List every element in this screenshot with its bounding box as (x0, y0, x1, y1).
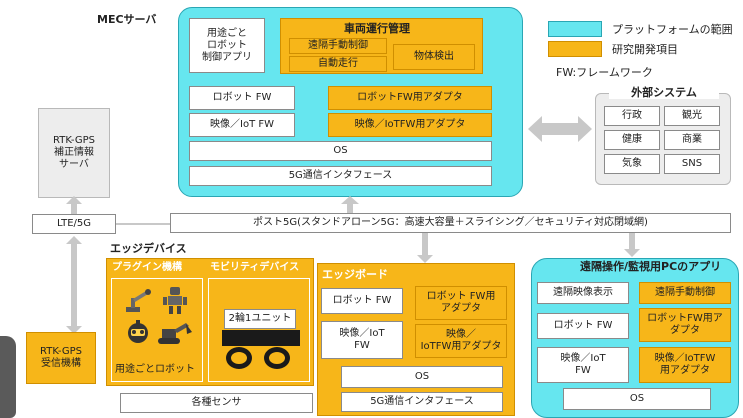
external-item-sns: SNS (664, 154, 720, 174)
legend-platform-label: プラットフォームの範囲 (612, 23, 733, 36)
lte-receiver-arrow (66, 236, 82, 334)
external-item-tourism: 観光 (664, 106, 720, 126)
robot-per-use-label: 用途ごとロボット (115, 364, 195, 375)
pc-video-iot-fw: 映像／IoT FW (537, 347, 629, 383)
external-item-weather: 気象 (604, 154, 660, 174)
service-robot-icon (128, 320, 148, 343)
lte-post5g-connector (116, 223, 170, 225)
robot-image-fragment (0, 336, 16, 418)
mec-robot-fw-adapter: ロボットFW用アダプタ (328, 86, 492, 110)
two-wheel-unit-body (222, 330, 300, 346)
pc-robot-fw: ロボット FW (537, 313, 629, 339)
rtk-gps-receiver: RTK-GPS 受信機構 (26, 332, 96, 384)
mobility-box (208, 278, 310, 382)
mec-title: MECサーバ (97, 13, 157, 26)
edge-board-title: エッジボード (322, 268, 388, 281)
external-item-health: 健康 (604, 130, 660, 150)
edge-5g-interface: 5G通信インタフェース (341, 392, 503, 412)
post5g-pc-arrow (624, 233, 640, 257)
excavator-icon (158, 323, 192, 344)
pc-remote-view: 遠隔映像表示 (537, 282, 629, 304)
external-item-gov: 行政 (604, 106, 660, 126)
edge-robot-fw-adapter: ロボット FW用 アダプタ (415, 286, 507, 320)
edge-video-iot-adapter: 映像／ IoTFW用アダプタ (415, 324, 507, 358)
external-system-title: 外部システム (609, 86, 719, 99)
robot-arm-icon (126, 289, 151, 312)
mec-os: OS (189, 141, 492, 161)
legend-fw-note: FW:フレームワーク (556, 66, 653, 79)
external-item-commerce: 商業 (664, 130, 720, 150)
edge-device-title: エッジデバイス (110, 242, 187, 255)
two-wheel-unit-label: 2輪1ユニット (224, 309, 296, 329)
pc-video-iot-adapter: 映像／IoTFW 用アダプタ (639, 347, 731, 383)
pc-robot-fw-adapter: ロボットFW用ア ダプタ (639, 308, 731, 342)
mobility-title: モビリティデバイス (210, 262, 300, 273)
pc-os: OS (563, 388, 711, 410)
lte-5g-box: LTE/5G (32, 214, 116, 234)
rtk-gps-server: RTK-GPS 補正情報 サーバ (38, 108, 110, 198)
mec-robot-fw: ロボット FW (189, 86, 295, 110)
mec-remote-control: 遠隔手動制御 (289, 38, 387, 54)
post5g-edgeboard-arrow (417, 233, 433, 263)
edge-video-iot-fw: 映像／IoT FW (321, 321, 403, 359)
vehicle-mgmt-title: 車両運行管理 (344, 22, 410, 35)
humanoid-robot-icon (163, 287, 187, 314)
post5g-network: ポスト5G(スタンドアローン5G：高速大容量＋スライシング／セキュリティ対応閉域… (170, 213, 731, 233)
pc-remote-control: 遠隔手動制御 (639, 282, 731, 304)
edge-os: OS (341, 366, 503, 388)
sensors-box: 各種センサ (120, 393, 313, 413)
mec-5g-interface: 5G通信インタフェース (189, 166, 492, 186)
edge-robot-fw: ロボット FW (321, 288, 403, 314)
mec-video-iot-fw: 映像／IoT FW (189, 113, 295, 137)
mec-post5g-arrow (341, 196, 359, 214)
mec-external-arrow (528, 116, 592, 142)
mec-video-iot-adapter: 映像／IoTFW用アダプタ (328, 113, 492, 137)
mec-auto-drive: 自動走行 (289, 56, 387, 72)
legend-research-label: 研究開発項目 (612, 43, 678, 56)
mec-app-per-use: 用途ごと ロボット 制御アプリ (189, 18, 265, 73)
pc-app-title: 遠隔操作/監視用PCのアプリ (580, 260, 722, 273)
wheel-left-icon (226, 347, 252, 369)
plugin-box (111, 278, 203, 382)
legend-research-swatch (548, 41, 602, 57)
rtk-server-lte-arrow (66, 196, 82, 214)
wheel-right-icon (264, 347, 290, 369)
legend-platform-swatch (548, 21, 602, 37)
plugin-title: プラグイン機構 (112, 262, 182, 273)
mec-object-detect: 物体検出 (393, 44, 475, 70)
